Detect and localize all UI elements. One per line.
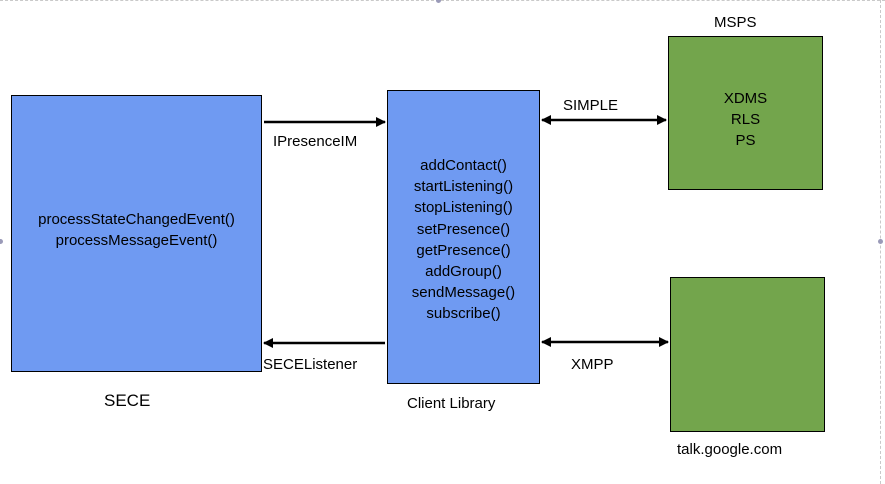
client-library-method: subscribe() (426, 305, 501, 323)
sece-box[interactable]: processStateChangedEvent() processMessag… (11, 95, 262, 372)
client-library-method: sendMessage() (411, 284, 516, 302)
client-library-method: addContact() (420, 157, 507, 174)
page-border-top (0, 0, 885, 1)
client-library-label: Client Library (407, 395, 496, 412)
msps-service: XDMS (723, 90, 768, 107)
client-library-method: stopListening() (414, 199, 513, 217)
google-talk-box[interactable] (670, 277, 825, 432)
msps-service: PS (735, 132, 756, 149)
client-library-box[interactable]: addContact() startListening() stopListen… (387, 90, 540, 384)
sece-method: processStateChangedEvent() (38, 211, 235, 228)
ipresence-label: IPresenceIM (273, 133, 358, 150)
selection-handle-top[interactable] (436, 0, 441, 3)
client-library-method: getPresence() (416, 241, 511, 259)
selection-handle-right[interactable] (878, 239, 883, 244)
client-library-method: startListening() (413, 178, 514, 196)
msps-title: MSPS (714, 14, 757, 31)
google-talk-label: talk.google.com (677, 441, 783, 458)
client-library-methods: addContact() startListening() stopListen… (388, 155, 539, 325)
msps-service: RLS (730, 111, 761, 128)
simple-label: SIMPLE (563, 97, 619, 114)
msps-box[interactable]: XDMS RLS PS (668, 36, 823, 190)
sece-label: SECE (104, 391, 151, 410)
xmpp-label: XMPP (571, 356, 614, 373)
sece-methods: processStateChangedEvent() processMessag… (12, 209, 261, 251)
selection-handle-left[interactable] (0, 239, 3, 244)
secelistener-label: SECEListener (263, 356, 358, 373)
client-library-method: addGroup() (425, 262, 502, 280)
client-library-method: setPresence() (416, 220, 511, 238)
sece-method: processMessageEvent() (55, 232, 218, 250)
msps-services: XDMS RLS PS (669, 88, 822, 151)
